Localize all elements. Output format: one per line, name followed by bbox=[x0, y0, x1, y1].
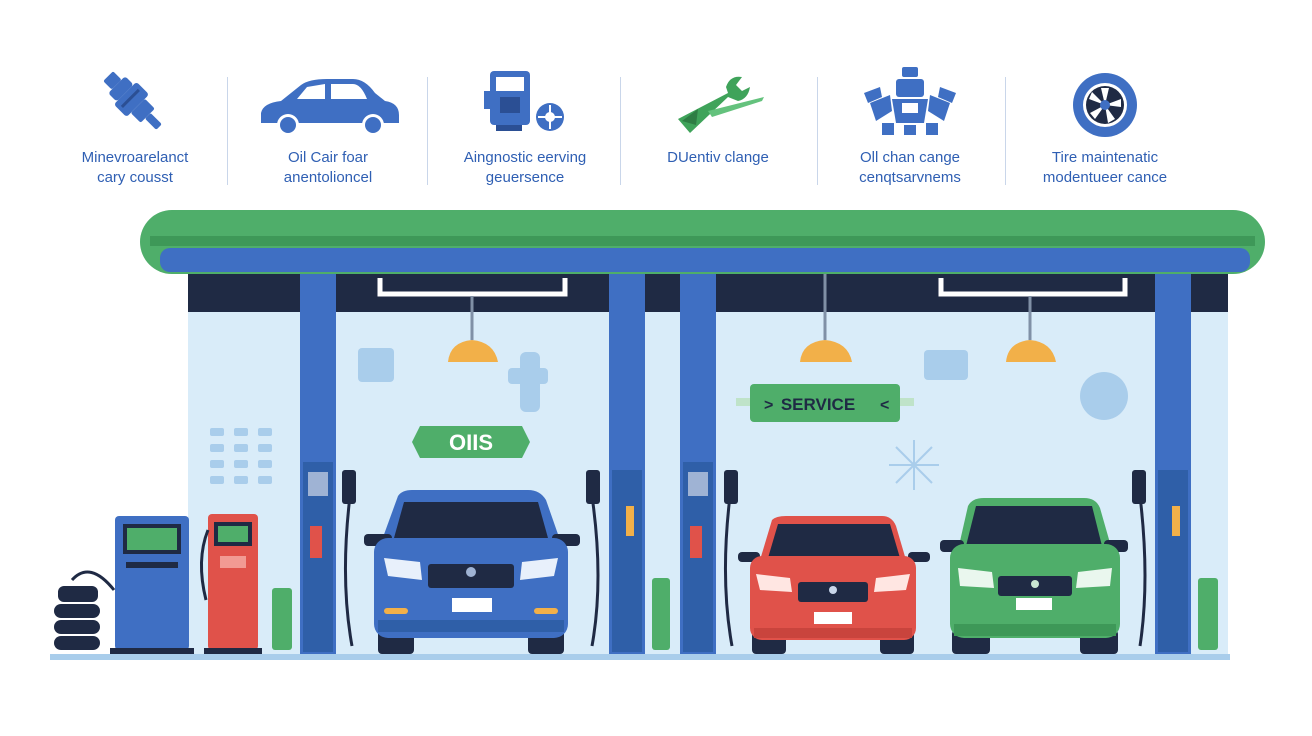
hanging-lamp bbox=[1006, 296, 1056, 362]
blue-fuel-pump bbox=[110, 516, 194, 656]
service-item-diagnostic[interactable]: Aingnostic eerving geuersence bbox=[435, 55, 615, 195]
service-item-spark-plug[interactable]: Minevroarelanct cary cousst bbox=[45, 55, 225, 195]
engine-diagnostic-icon bbox=[484, 71, 564, 131]
svg-text:SERVICE: SERVICE bbox=[781, 395, 855, 414]
fuel-hose bbox=[343, 495, 1147, 647]
divider bbox=[227, 77, 228, 185]
service-label: Aingnostic eerving geuersence bbox=[463, 149, 587, 186]
car-icon bbox=[261, 79, 399, 136]
ground bbox=[50, 654, 1230, 660]
service-item-car[interactable]: Oil Cair foar anentolioncel bbox=[238, 55, 418, 195]
service-item-engine-parts[interactable]: Oll chan cange cenqtsarvnems bbox=[820, 55, 1000, 195]
service-label: Tire maintenatic modentueer cance bbox=[1042, 149, 1168, 186]
wrench-icon bbox=[678, 76, 764, 133]
divider bbox=[817, 77, 818, 185]
divider bbox=[620, 77, 621, 185]
service-sign: SERVICE > < bbox=[736, 384, 914, 422]
red-fuel-pump bbox=[204, 514, 262, 656]
light-fixture bbox=[938, 278, 1128, 297]
svg-text:OIIS: OIIS bbox=[449, 430, 493, 455]
blue-car bbox=[364, 490, 580, 654]
canopy-roof bbox=[140, 210, 1265, 312]
hanging-lamp bbox=[448, 296, 498, 362]
service-item-tire[interactable]: Tire maintenatic modentueer cance bbox=[1015, 55, 1195, 195]
tire-icon bbox=[1073, 73, 1137, 137]
oil-sign: OIIS bbox=[412, 426, 530, 458]
service-label: Oll chan cange cenqtsarvnems bbox=[859, 149, 961, 186]
hanging-lamp bbox=[800, 274, 852, 362]
divider bbox=[427, 77, 428, 185]
service-label: DUentiv clange bbox=[667, 149, 769, 166]
green-car bbox=[940, 498, 1128, 654]
light-fixture bbox=[377, 278, 568, 297]
background-decor bbox=[210, 348, 1128, 484]
service-label: Minevroarelanct cary cousst bbox=[81, 149, 189, 186]
fuel-nozzle bbox=[342, 470, 1146, 504]
service-station-illustration: OIIS SERVICE > < bbox=[50, 210, 1265, 660]
service-categories: Minevroarelanct cary cousst Oil Cair foa… bbox=[30, 55, 1260, 195]
tire-stack bbox=[54, 586, 100, 650]
service-item-wrench[interactable]: DUentiv clange bbox=[628, 55, 808, 195]
service-label: Oil Cair foar anentolioncel bbox=[283, 149, 373, 186]
background-decor bbox=[889, 440, 939, 490]
svg-text:>: > bbox=[764, 397, 773, 414]
red-car bbox=[738, 516, 930, 654]
svg-text:<: < bbox=[880, 397, 889, 414]
spark-plug-icon bbox=[104, 72, 162, 130]
oil-canister bbox=[272, 578, 1218, 650]
fuel-pump-column bbox=[303, 462, 1188, 652]
divider bbox=[1005, 77, 1006, 185]
engine-parts-icon bbox=[864, 67, 956, 135]
